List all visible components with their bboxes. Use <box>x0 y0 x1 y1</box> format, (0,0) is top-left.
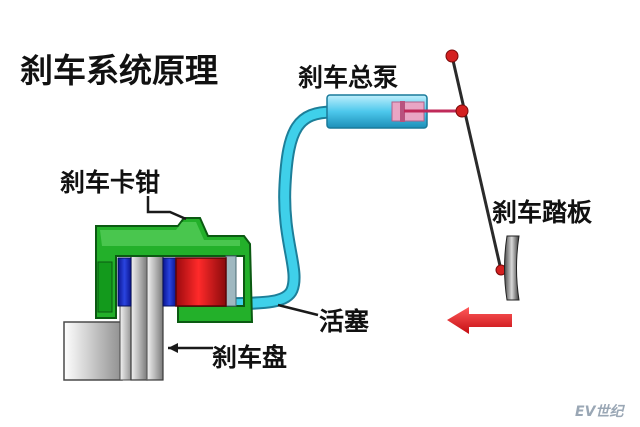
watermark-logo: EV世纪 <box>575 404 624 420</box>
label-disc: 刹车盘 <box>212 343 288 372</box>
brake-pads <box>117 257 177 307</box>
top-pivot-icon <box>445 49 459 63</box>
label-pedal: 刹车踏板 <box>492 198 593 227</box>
label-pointers <box>146 196 319 353</box>
diagram-title: 刹车系统原理 <box>20 51 218 90</box>
rod-pivot-icon <box>455 104 469 118</box>
brake-disc <box>63 245 164 381</box>
caliper-piston <box>175 257 227 307</box>
label-master-cylinder: 刹车总泵 <box>298 63 399 92</box>
brake-pedal-lever <box>445 49 520 301</box>
left-arrow-icon <box>447 307 512 334</box>
label-caliper: 刹车卡钳 <box>60 168 161 197</box>
brake-hose <box>211 105 340 311</box>
master-cylinder <box>326 94 462 129</box>
label-piston: 活塞 <box>319 307 370 336</box>
pedal-pad <box>504 235 520 301</box>
brake-caliper <box>95 217 254 323</box>
